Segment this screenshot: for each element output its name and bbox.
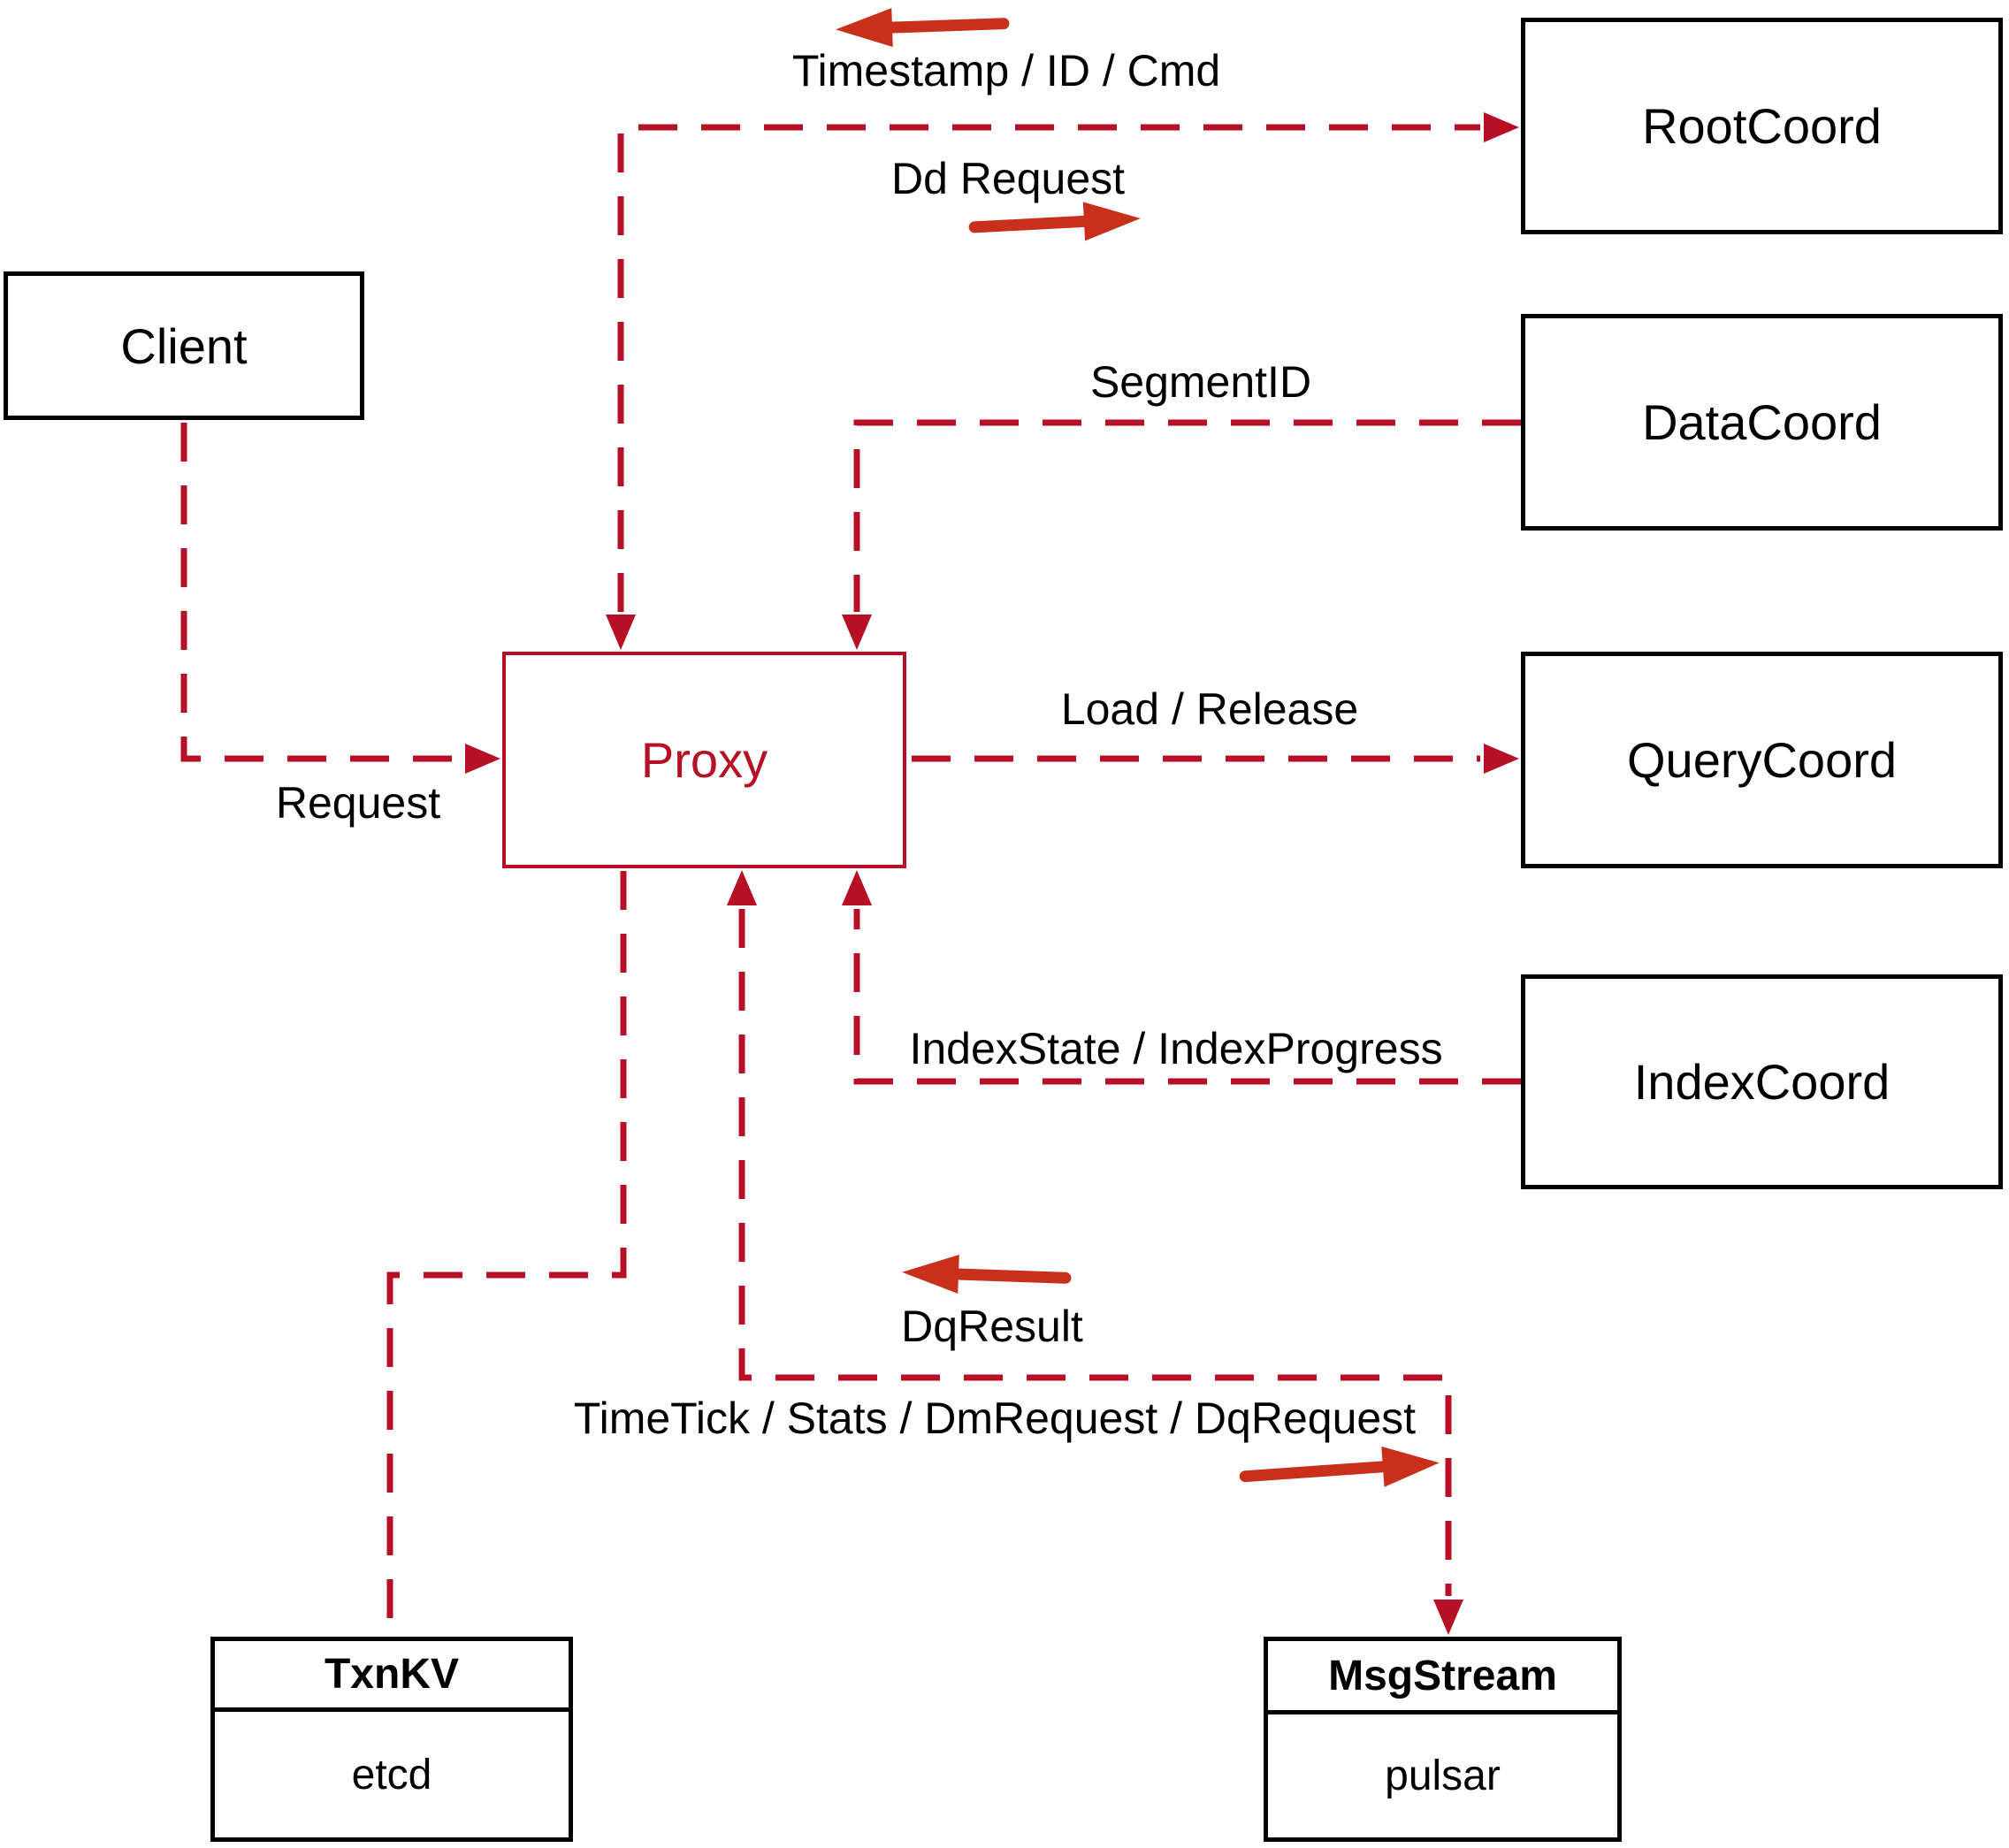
- edge-label-indexstate-indexprogress: IndexState / IndexProgress: [909, 1024, 1443, 1073]
- direction-arrow-right-dd-request-icon: [968, 202, 1141, 241]
- node-txnkv-title: TxnKV: [215, 1641, 569, 1712]
- arrowhead-into-rootcoord: [1484, 112, 1519, 142]
- arrowhead-into-querycoord: [1484, 744, 1519, 774]
- node-proxy-label: Proxy: [640, 732, 768, 788]
- edge-label-dqresult: DqResult: [901, 1302, 1083, 1351]
- node-indexcoord: IndexCoord: [1521, 974, 2003, 1189]
- edge-indexcoord-to-proxy: [853, 909, 1521, 1085]
- arrowhead-into-proxy-left: [465, 744, 500, 774]
- node-txnkv-subtitle: etcd: [351, 1751, 432, 1798]
- node-msgstream-title: MsgStream: [1268, 1641, 1617, 1714]
- node-proxy: Proxy: [502, 652, 906, 868]
- arrowhead-into-proxy-bottom-right: [842, 870, 872, 905]
- edge-proxy-rootcoord: [617, 124, 1480, 612]
- node-client-label: Client: [120, 317, 248, 374]
- arrowhead-into-proxy-top-right: [842, 615, 872, 650]
- edge-label-timestamp-id-cmd: Timestamp / ID / Cmd: [791, 46, 1221, 95]
- node-rootcoord: RootCoord: [1521, 18, 2003, 234]
- direction-arrow-left-dqresult-icon: [902, 1255, 1072, 1294]
- node-rootcoord-label: RootCoord: [1642, 98, 1882, 154]
- node-datacoord: DataCoord: [1521, 314, 2003, 531]
- edge-client-to-proxy: [180, 423, 462, 762]
- direction-arrow-left-timestamp-icon: [836, 8, 1010, 48]
- arrowhead-into-proxy-top-left: [606, 615, 636, 650]
- node-indexcoord-label: IndexCoord: [1633, 1054, 1891, 1110]
- node-msgstream-subtitle: pulsar: [1385, 1753, 1501, 1799]
- node-querycoord-label: QueryCoord: [1626, 732, 1898, 788]
- node-txnkv: TxnKV etcd: [210, 1637, 573, 1842]
- edge-datacoord-to-proxy: [853, 419, 1521, 612]
- edge-proxy-msgstream: [738, 909, 1452, 1596]
- node-msgstream: MsgStream pulsar: [1264, 1637, 1622, 1842]
- arrowhead-into-msgstream: [1433, 1600, 1463, 1635]
- edge-label-request: Request: [275, 778, 441, 828]
- edge-label-segmentid: SegmentID: [1089, 357, 1312, 407]
- edge-label-load-release: Load / Release: [1060, 684, 1359, 734]
- arrowhead-into-proxy-bottom-left: [727, 870, 757, 905]
- edge-proxy-to-txnkv: [386, 871, 627, 1632]
- edge-label-dd-request: Dd Request: [890, 154, 1126, 203]
- node-client: Client: [4, 271, 364, 420]
- node-datacoord-label: DataCoord: [1642, 394, 1882, 450]
- node-querycoord: QueryCoord: [1521, 652, 2003, 868]
- edge-label-timetick-stats-dmrequest-dqrequest: TimeTick / Stats / DmRequest / DqRequest: [573, 1394, 1417, 1443]
- direction-arrow-right-timetick-icon: [1239, 1446, 1440, 1487]
